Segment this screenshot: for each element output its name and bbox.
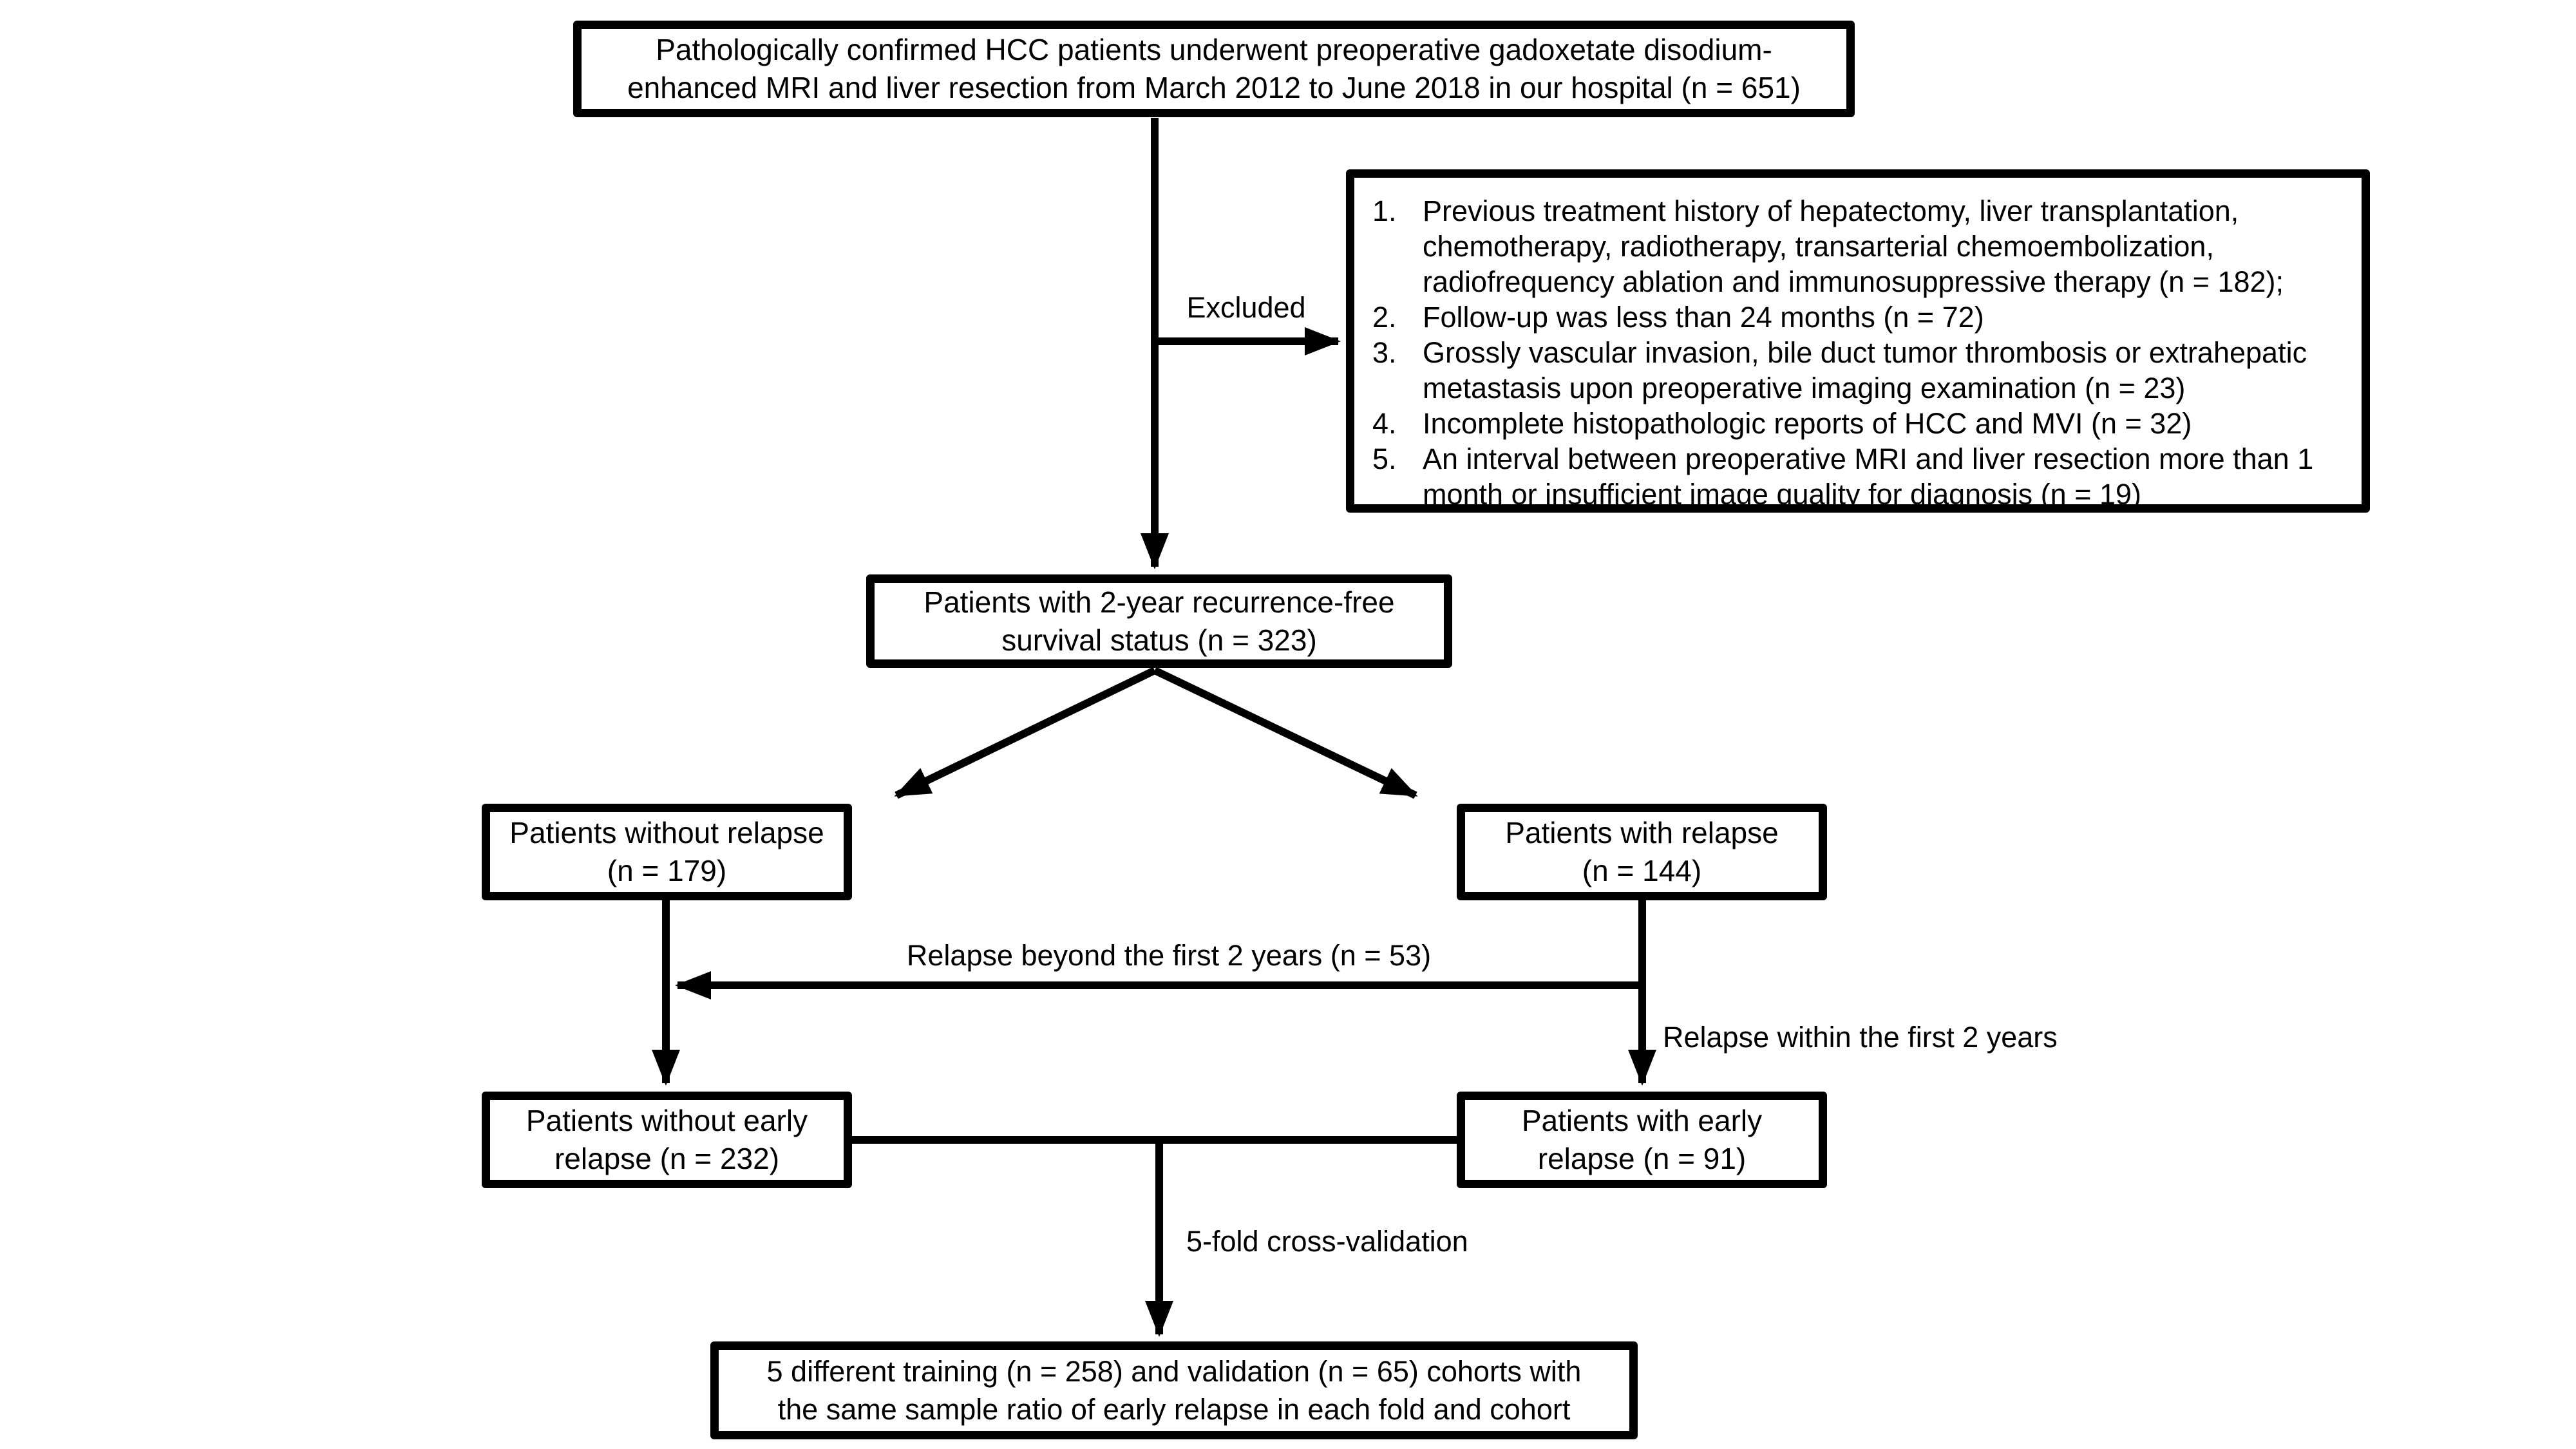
source-population-line1: Pathologically confirmed HCC patients un… (656, 33, 1772, 66)
relapse-line1: Patients with relapse (1505, 816, 1779, 849)
no-early-relapse-line1: Patients without early (526, 1104, 808, 1137)
label-cross-validation: 5-fold cross-validation (1186, 1225, 1468, 1258)
early-relapse-line1: Patients with early (1521, 1104, 1763, 1137)
arrow-rfs-to-relapse (1153, 667, 1418, 799)
no-early-relapse-line2: relapse (n = 232) (554, 1142, 780, 1175)
exclusion-item-number: 1. (1372, 194, 1397, 227)
relapse-line2: (n = 144) (1582, 854, 1702, 887)
arrow-rfs-to-no-relapse (894, 667, 1157, 799)
exclusion-item-text: Follow-up was less than 24 months (n = 7… (1423, 301, 1984, 334)
relapse-box: Patients with relapse (n = 144) (1457, 804, 1827, 900)
label-relapse-within: Relapse within the first 2 years (1663, 1021, 2058, 1054)
exclusion-item-text: Grossly vascular invasion, bile duct tum… (1423, 336, 2307, 404)
exclusion-item: 5. An interval between preoperative MRI … (1372, 441, 2346, 512)
early-relapse-line2: relapse (n = 91) (1537, 1142, 1747, 1175)
exclusion-item-text: An interval between preoperative MRI and… (1423, 442, 2314, 511)
exclusion-criteria-box: 1. Previous treatment history of hepatec… (1346, 169, 2370, 513)
exclusion-item-number: 4. (1372, 407, 1397, 440)
rfs-status-line2: survival status (n = 323) (1001, 623, 1317, 657)
exclusion-item: 3. Grossly vascular invasion, bile duct … (1372, 335, 2346, 406)
rfs-status-box: Patients with 2-year recurrence-free sur… (866, 574, 1452, 668)
exclusion-item-number: 2. (1372, 301, 1397, 334)
rfs-status-line1: Patients with 2-year recurrence-free (923, 585, 1395, 619)
exclusion-item: 4. Incomplete histopathologic reports of… (1372, 406, 2346, 441)
exclusion-item: 1. Previous treatment history of hepatec… (1372, 193, 2346, 299)
no-early-relapse-box: Patients without early relapse (n = 232) (482, 1092, 852, 1188)
no-relapse-line1: Patients without relapse (509, 816, 824, 849)
cohorts-box: 5 different training (n = 258) and valid… (710, 1341, 1638, 1439)
source-population-line2: enhanced MRI and liver resection from Ma… (627, 71, 1801, 104)
no-relapse-box: Patients without relapse (n = 179) (482, 804, 852, 900)
exclusion-item-text: Previous treatment history of hepatectom… (1423, 194, 2284, 298)
cohorts-line2: the same sample ratio of early relapse i… (777, 1393, 1571, 1426)
source-population-box: Pathologically confirmed HCC patients un… (573, 21, 1855, 117)
label-relapse-beyond: Relapse beyond the first 2 years (n = 53… (906, 939, 1432, 972)
no-relapse-line2: (n = 179) (607, 854, 727, 887)
exclusion-item: 2. Follow-up was less than 24 months (n … (1372, 299, 2346, 335)
cohorts-line1: 5 different training (n = 258) and valid… (766, 1355, 1582, 1388)
excluded-label: Excluded (1186, 291, 1306, 324)
early-relapse-box: Patients with early relapse (n = 91) (1457, 1092, 1827, 1188)
exclusion-item-text: Incomplete histopathologic reports of HC… (1423, 407, 2192, 440)
exclusion-item-number: 5. (1372, 442, 1397, 475)
exclusion-item-number: 3. (1372, 336, 1397, 369)
